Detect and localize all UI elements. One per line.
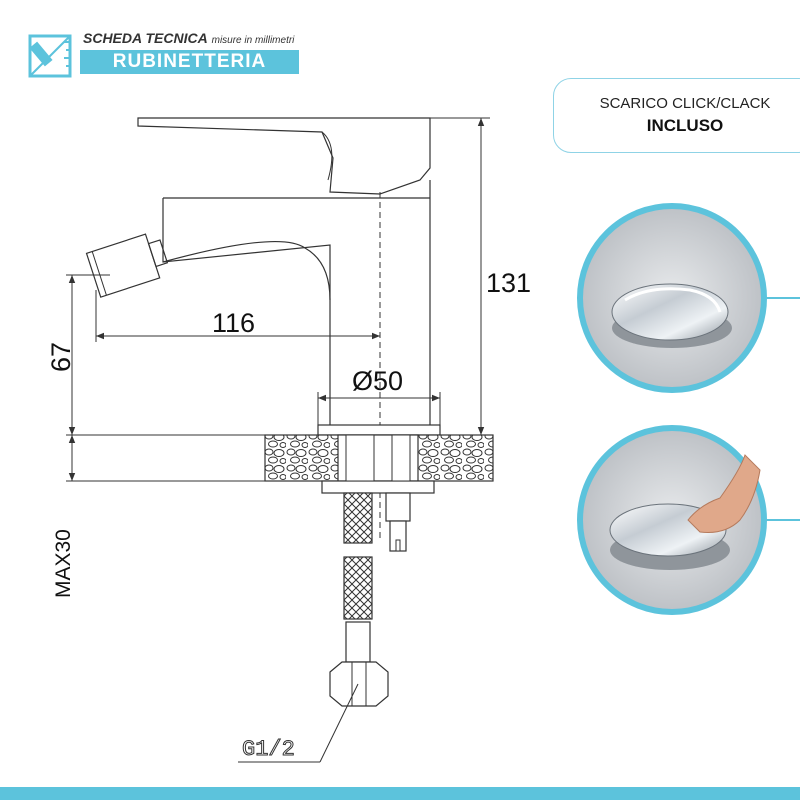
supply-hose <box>329 492 411 707</box>
dimension-lines <box>66 117 490 763</box>
base-diameter-label: Ø50 <box>352 366 403 396</box>
spout-reach-label: 116 <box>212 308 255 338</box>
ruler-pencil-icon <box>28 34 72 78</box>
header-title-text: SCHEDA TECNICA <box>83 30 208 46</box>
drain-photo-pressed <box>577 425 767 615</box>
drain-callout-title: SCARICO CLICK/CLACK <box>599 95 771 112</box>
header-subtitle: misure in millimetri <box>211 35 295 46</box>
thread-label: G1/2 <box>242 737 295 762</box>
drain-photo-closed <box>577 203 767 393</box>
max-thickness-label: MAX30 <box>52 529 75 598</box>
accent-side-line <box>782 0 786 800</box>
countertop-section <box>264 424 494 494</box>
drain-callout-included: INCLUSO <box>646 116 724 135</box>
category-badge: RUBINETTERIA <box>80 50 299 74</box>
drain-callout-box: SCARICO CLICK/CLACK INCLUSO <box>553 78 800 153</box>
header-title: SCHEDA TECNICA misure in millimetri <box>83 30 294 46</box>
spout-height-label: 67 <box>46 342 76 372</box>
lever-handle <box>137 117 431 195</box>
height-total-label: 131 <box>486 268 531 298</box>
accent-bottom-bar <box>0 787 800 800</box>
